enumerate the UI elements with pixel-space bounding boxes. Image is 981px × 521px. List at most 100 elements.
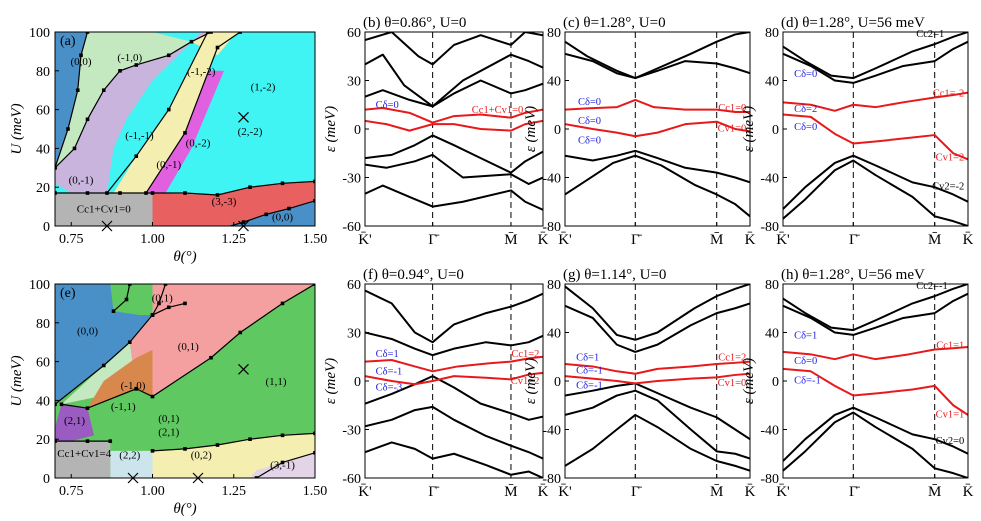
panel-label: (a) — [60, 34, 76, 49]
region-label: Cc1+Cv1=4 — [57, 448, 111, 460]
region-label: (-1,0) — [121, 380, 146, 392]
band-curve — [783, 32, 968, 80]
boundary-point — [280, 181, 285, 186]
band-curve — [783, 406, 968, 462]
panel-title: (b) θ=0.86°, U=0 — [363, 15, 466, 31]
y-tick-label: 40 — [547, 327, 561, 342]
k-point-label: Γ̄ — [428, 232, 440, 248]
region-label: (0,1) — [178, 341, 199, 353]
band-curve — [365, 184, 543, 211]
chern-label: Cδ=2 — [794, 104, 817, 115]
phase-region-e-9 — [55, 404, 94, 442]
boundary-point — [222, 226, 226, 230]
k-point-label: M̄ — [928, 484, 941, 500]
y-tick-label: 0 — [354, 375, 361, 390]
y-tick-label: 100 — [29, 278, 50, 293]
y-tick-label: 0 — [354, 123, 361, 138]
band-curve — [365, 134, 543, 174]
y-tick-label: 0 — [43, 220, 50, 235]
phase-boundary-e-4 — [135, 284, 315, 398]
phase-region-e-6 — [55, 284, 153, 405]
y-axis-label: ε (meV) — [741, 106, 757, 152]
boundary-point — [280, 433, 285, 438]
boundary-point — [215, 443, 220, 447]
boundary-point — [166, 305, 171, 310]
axes-frame-e — [54, 283, 316, 479]
y-tick-label: 20 — [36, 181, 50, 196]
y-tick-label: -80 — [542, 472, 561, 487]
region-label: (0,-1) — [69, 174, 94, 186]
k-point-label: M̄ — [710, 232, 723, 248]
band-curve — [365, 53, 543, 108]
boundary-point — [55, 402, 57, 407]
y-tick-label: 40 — [547, 75, 561, 90]
boundary-point — [150, 313, 155, 317]
phase-region-e-3 — [110, 450, 153, 478]
chern-label: Cδ=1 — [794, 331, 817, 342]
y-tick-label: 0 — [554, 123, 561, 138]
boundary-point — [313, 284, 315, 286]
boundary-point — [118, 191, 122, 195]
y-tick-label: 30 — [347, 75, 361, 90]
boundary-point — [79, 53, 83, 58]
panel-title: (g) θ=1.14°, U=0 — [563, 267, 666, 283]
region-label: (-1,1) — [111, 401, 136, 413]
k-point-label: M̄ — [504, 484, 517, 500]
region-label: (2,2) — [119, 450, 140, 462]
x-tick-label: 1.25 — [222, 484, 247, 499]
y-axis-label: ε (meV) — [523, 358, 539, 404]
boundary-point — [55, 166, 57, 170]
phase-boundary-a-4 — [106, 32, 209, 194]
x-tick-label: 1.50 — [303, 232, 328, 247]
region-label: (3,-1) — [270, 459, 295, 471]
k-point-label: K̄ — [963, 484, 974, 500]
y-tick-label: -80 — [542, 220, 561, 235]
band-curve — [365, 32, 543, 66]
cross-marker — [238, 111, 249, 123]
chern-label: Cδ=-1 — [376, 367, 403, 378]
region-label: (2,1) — [64, 415, 85, 427]
chern-label: Cc1=2 — [718, 352, 746, 363]
chern-label: Cv1=1 — [936, 409, 965, 420]
region-label: (0,0) — [70, 56, 91, 68]
boundary-point — [66, 127, 70, 131]
boundary-point — [215, 45, 220, 50]
k-point-label: M̄ — [928, 232, 941, 248]
band-curve — [565, 154, 750, 218]
flat-band-curve — [565, 360, 750, 375]
boundary-point — [254, 476, 259, 478]
band-curve — [565, 413, 750, 472]
region-label: (-1,-1) — [125, 130, 154, 142]
y-tick-label: -60 — [342, 472, 361, 487]
chern-label: Cv2=0 — [936, 436, 965, 447]
x-tick-label: 0.75 — [59, 484, 84, 499]
y-axis-label: ε (meV) — [741, 358, 757, 404]
k-point-label: K̄ — [538, 232, 549, 248]
region-label: (0,-1) — [156, 159, 181, 171]
y-tick-label: 60 — [347, 26, 361, 41]
chern-label: Cc1=-2 — [933, 88, 965, 99]
boundary-point — [111, 309, 116, 313]
y-tick-label: 0 — [772, 375, 779, 390]
boundary-point — [127, 284, 132, 286]
boundary-point — [313, 450, 315, 455]
boundary-point — [280, 301, 285, 306]
axes-frame-a — [54, 31, 316, 227]
k-point-label: K̄ — [745, 484, 756, 500]
boundary-point — [313, 431, 315, 436]
chern-label: Cδ=0 — [794, 122, 817, 133]
phase-region-a-3 — [224, 200, 315, 226]
boundary-point — [85, 32, 90, 34]
band-curve — [783, 159, 968, 226]
y-tick-label: 40 — [765, 75, 779, 90]
y-tick-label: 30 — [347, 327, 361, 342]
y-tick-label: 80 — [765, 26, 779, 41]
flat-band-curve — [565, 120, 750, 138]
k-point-label: K̄' — [358, 232, 372, 248]
chern-label: Cδ=1 — [376, 349, 399, 360]
y-tick-label: -40 — [760, 424, 779, 439]
flat-band-curve — [783, 346, 968, 361]
